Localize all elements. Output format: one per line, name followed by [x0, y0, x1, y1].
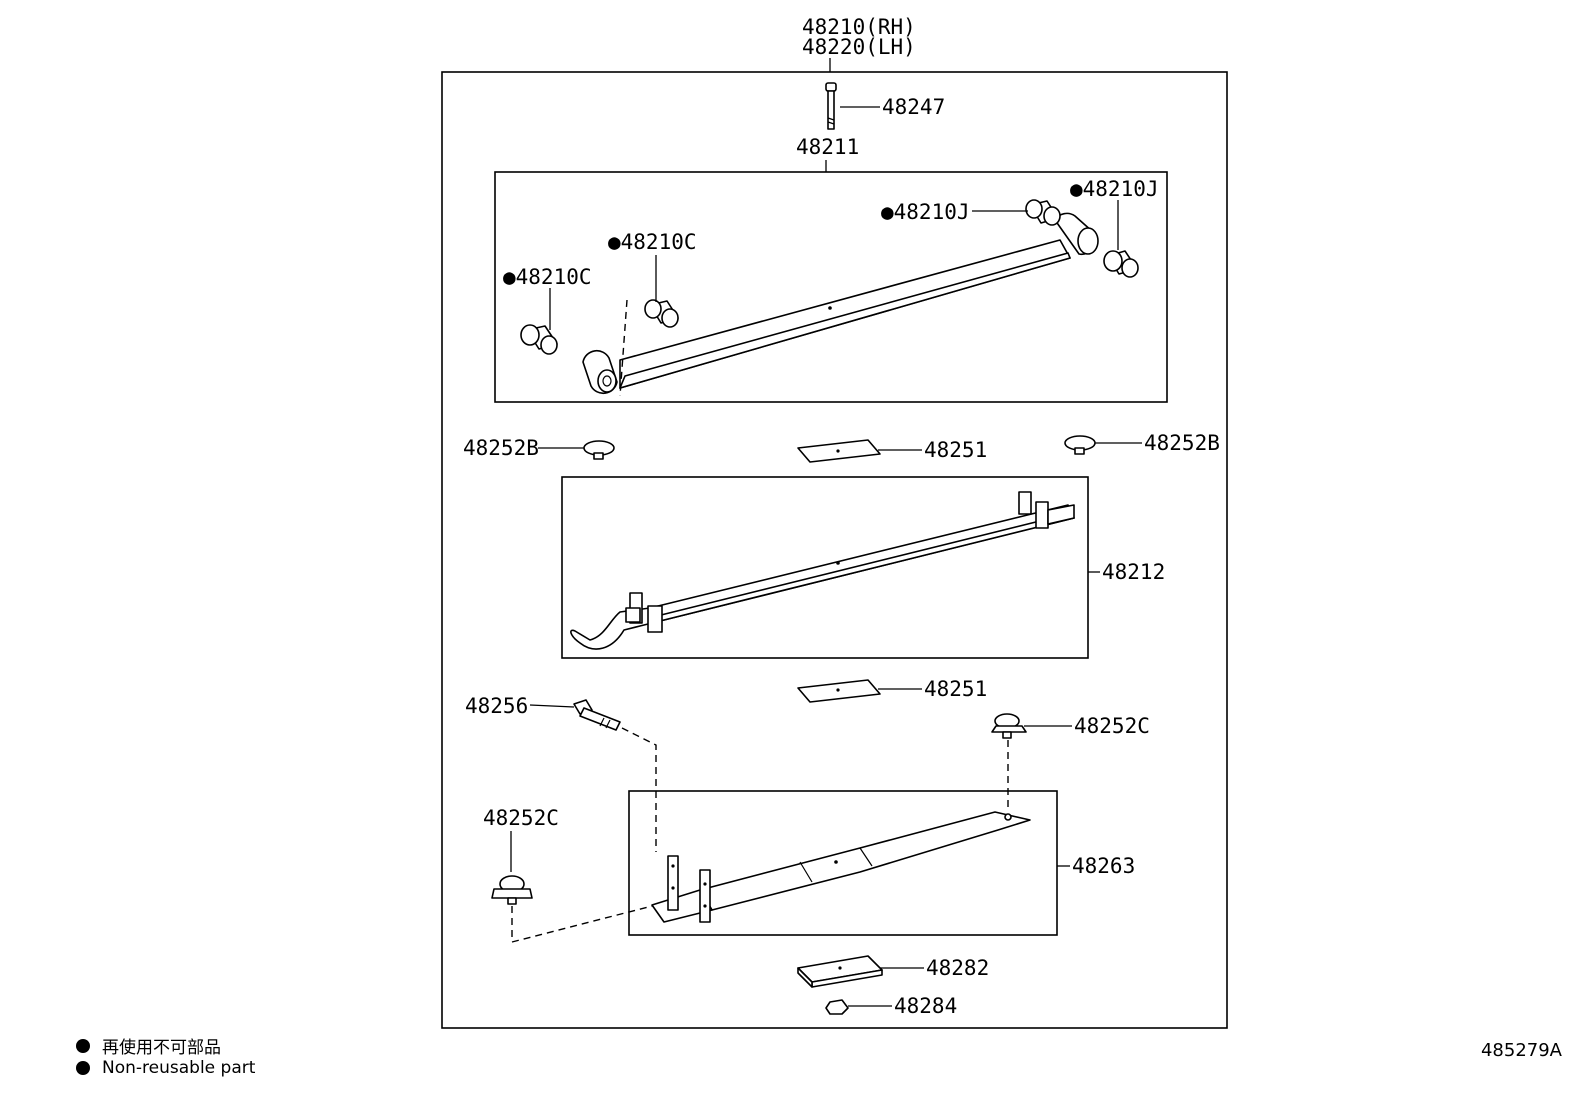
label-48256[interactable]: 48256	[465, 694, 528, 718]
label-48210c-upper[interactable]: ●48210C	[608, 230, 697, 254]
bushing-c-upper-icon[interactable]	[644, 299, 679, 328]
label-48251-upper[interactable]: 48251	[924, 438, 987, 462]
label-48263[interactable]: 48263	[1072, 854, 1135, 878]
label-48247[interactable]: 48247	[882, 95, 945, 119]
label-48252c-right[interactable]: 48252C	[1074, 714, 1150, 738]
non-reusable-dot-icon	[76, 1061, 90, 1075]
label-48210j-right[interactable]: ●48210J	[1070, 177, 1159, 201]
leaf-spring-48211[interactable]	[582, 212, 1099, 395]
leaf-spring-48212[interactable]	[570, 491, 1075, 650]
label-48252c-left[interactable]: 48252C	[483, 806, 559, 830]
bushing-j-right-icon[interactable]	[1103, 250, 1139, 278]
legend-jp-text: 再使用不可部品	[102, 1038, 221, 1058]
clip-right-icon[interactable]	[991, 713, 1027, 739]
leaf-48211-box	[494, 171, 1168, 403]
bushing-c-lower-icon[interactable]	[520, 324, 558, 355]
label-48210j-left[interactable]: ●48210J	[881, 200, 970, 224]
label-48252b-right[interactable]: 48252B	[1144, 431, 1220, 455]
legend-en-text: Non-reusable part	[102, 1058, 256, 1078]
label-48252b-left[interactable]: 48252B	[463, 436, 539, 460]
silencer-left-icon[interactable]	[583, 440, 615, 460]
assembly-lh-label[interactable]: 48220(LH)	[802, 35, 916, 59]
leaf-48263-box	[628, 790, 1058, 936]
align-dash-48256	[621, 727, 657, 852]
center-bolt-48256-icon[interactable]	[573, 699, 621, 731]
label-48251-lower[interactable]: 48251	[924, 677, 987, 701]
silencer-right-icon[interactable]	[1064, 435, 1096, 455]
assembly-frame	[441, 71, 1228, 1029]
diagram-id: 485279A	[1480, 1040, 1562, 1061]
assembly-rh-label[interactable]: 48210(RH)	[802, 15, 916, 39]
legend-jp: 再使用不可部品	[76, 1033, 221, 1058]
label-48211[interactable]: 48211	[796, 135, 859, 159]
leaf-spring-48263[interactable]	[651, 811, 1031, 923]
leaf-48212-box	[561, 476, 1089, 659]
seat-48282-icon[interactable]	[797, 955, 883, 988]
label-48212[interactable]: 48212	[1102, 560, 1165, 584]
align-dash-48211	[619, 299, 628, 397]
bolt-48247-icon[interactable]	[825, 82, 837, 130]
bushing-j-left-icon[interactable]	[1025, 199, 1061, 226]
label-48282[interactable]: 48282	[926, 956, 989, 980]
nut-48284-icon[interactable]	[825, 999, 849, 1015]
non-reusable-dot-icon	[76, 1038, 90, 1053]
label-48210c-lower[interactable]: ●48210C	[503, 265, 592, 289]
legend-en: Non-reusable part	[76, 1058, 255, 1078]
align-dash-48252c-left	[511, 904, 657, 943]
label-48284[interactable]: 48284	[894, 994, 957, 1018]
insert-upper-icon[interactable]	[797, 439, 881, 463]
clip-left-icon[interactable]	[491, 875, 533, 905]
leader-48256	[529, 704, 575, 708]
insert-lower-icon[interactable]	[797, 679, 881, 703]
